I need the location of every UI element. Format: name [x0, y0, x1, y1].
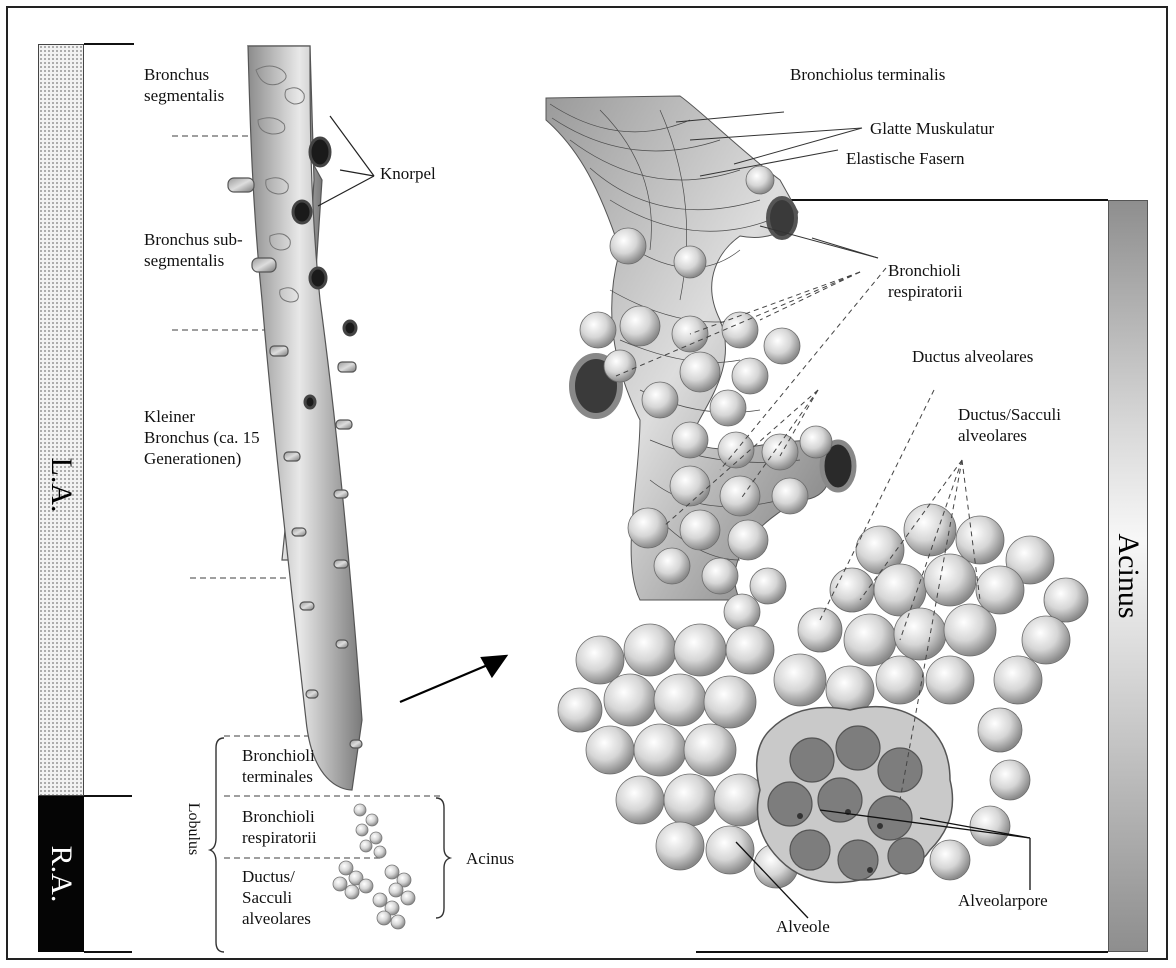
label-elastische-fasern: Elastische Fasern	[846, 148, 965, 169]
label-bronchioli-respiratorii-right: Bronchioli respiratorii	[888, 260, 963, 302]
label-alveolarpore: Alveolarpore	[958, 890, 1048, 911]
label-bronchus-subsegmentalis: Bronchus sub- segmentalis	[144, 229, 243, 271]
label-bronchiolus-terminalis: Bronchiolus terminalis	[790, 64, 945, 85]
acinus-brace	[436, 798, 450, 918]
label-kleiner-bronchus: Kleiner Bronchus (ca. 15 Generationen)	[144, 406, 260, 469]
label-ductus-sacculi-right: Ductus/Sacculi alveolares	[958, 404, 1061, 446]
label-acinus-left: Acinus	[466, 848, 514, 869]
label-bronchioli-terminales: Bronchioli terminales	[242, 745, 315, 787]
open-sacculus	[757, 707, 953, 883]
zoom-arrow	[400, 656, 506, 702]
label-bronchioli-respiratorii-left: Bronchioli respiratorii	[242, 806, 317, 848]
label-lobulus: Lobulus	[182, 794, 204, 864]
small-acinus-cluster	[333, 804, 415, 929]
label-bronchus-segmentalis: Bronchus segmentalis	[144, 64, 224, 106]
label-ductus-alveolares: Ductus alveolares	[912, 346, 1033, 367]
label-ductus-sacculi-left: Ductus/ Sacculi alveolares	[242, 866, 311, 929]
lobulus-brace	[210, 738, 224, 952]
label-knorpel: Knorpel	[380, 163, 436, 184]
label-alveole: Alveole	[776, 916, 830, 937]
label-glatte-muskulatur: Glatte Muskulatur	[870, 118, 994, 139]
